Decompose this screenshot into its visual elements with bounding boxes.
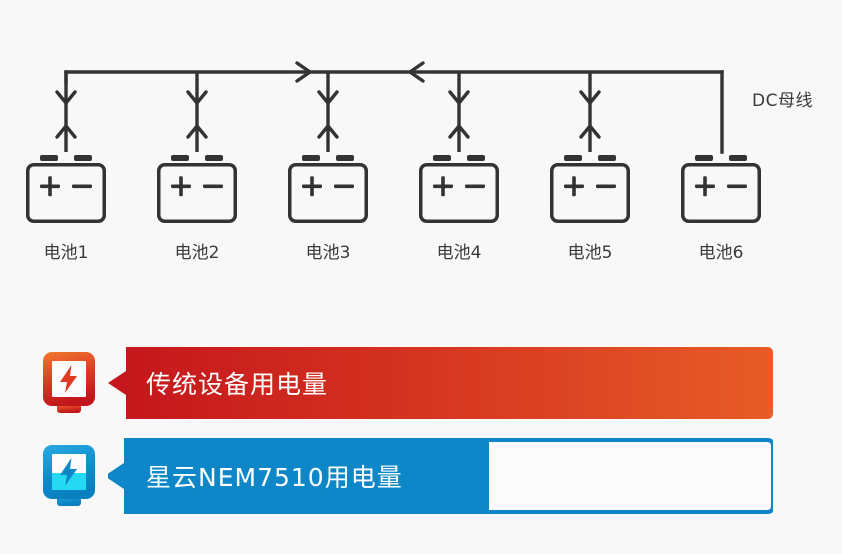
battery-label-3: 电池3 xyxy=(305,243,351,263)
monitor-bolt-icon xyxy=(43,352,95,413)
battery-icon xyxy=(419,153,499,223)
battery-icon xyxy=(157,153,237,223)
bus-flow-arrow-right xyxy=(295,61,312,83)
battery-label-6: 电池6 xyxy=(698,243,744,263)
battery-branch-1 xyxy=(55,72,77,152)
dc-bus-battery-diagram xyxy=(26,61,761,223)
dc-bus-label: DC母线 xyxy=(752,91,813,111)
battery-label-4: 电池4 xyxy=(436,243,482,263)
legacy-equipment-bar-shape xyxy=(108,347,773,419)
nem7510-bar-shape xyxy=(108,438,773,514)
monitor-bolt-icon xyxy=(43,445,95,506)
battery-branch-5 xyxy=(579,72,601,152)
bus-flow-arrow-left xyxy=(408,61,425,83)
battery-branch-2 xyxy=(186,72,208,152)
battery-icon xyxy=(288,153,368,223)
battery-icon xyxy=(550,153,630,223)
battery-label-1: 电池1 xyxy=(43,243,89,263)
battery-icon xyxy=(681,153,761,223)
battery-label-2: 电池2 xyxy=(174,243,220,263)
battery-label-5: 电池5 xyxy=(567,243,613,263)
battery-icon xyxy=(26,153,106,223)
battery-branch-3 xyxy=(317,72,339,152)
dc-bus-line xyxy=(64,70,724,154)
battery-branch-4 xyxy=(448,72,470,152)
